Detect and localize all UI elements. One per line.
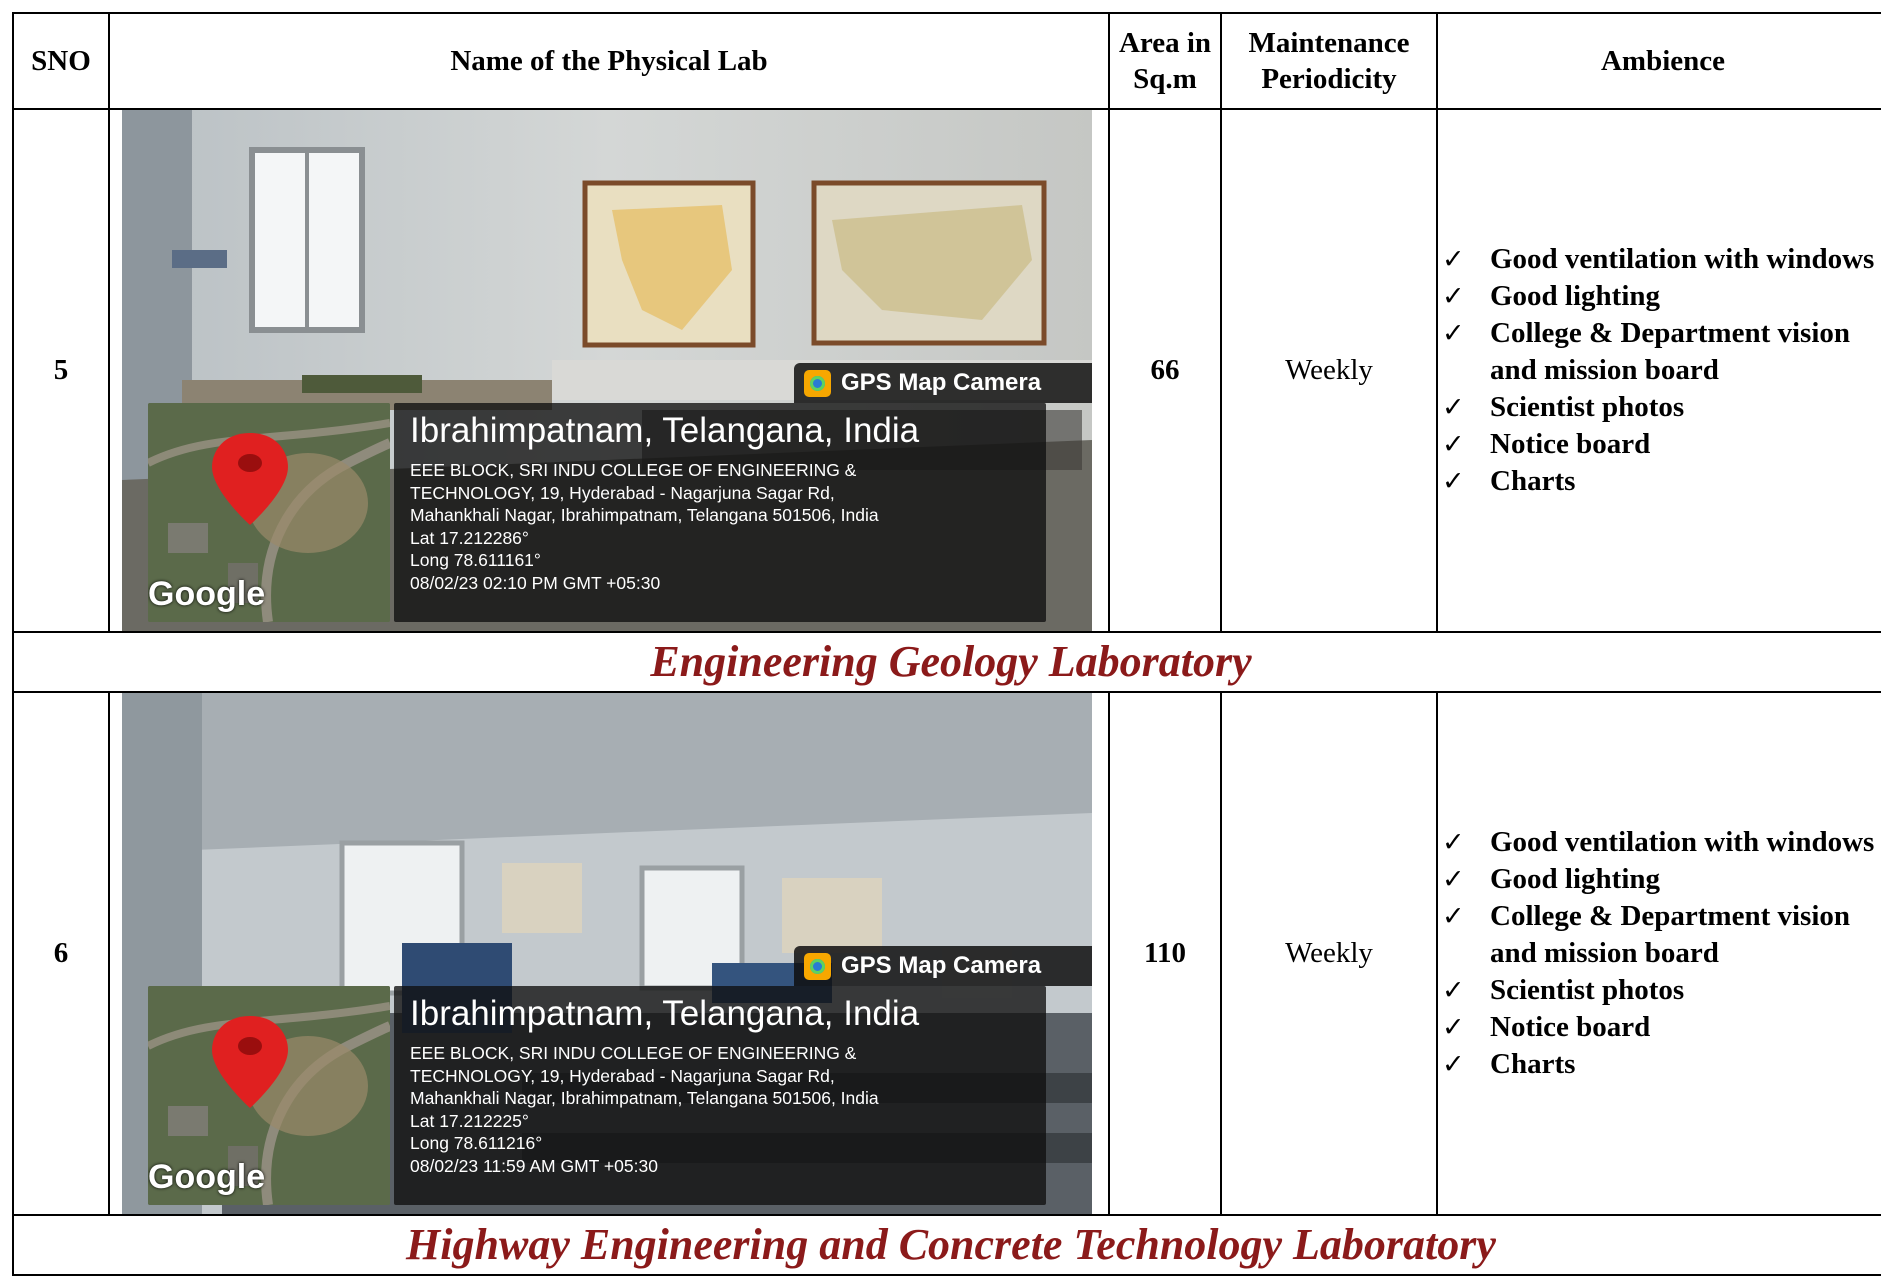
latitude: Lat 17.212286° [410,527,529,548]
header-sno: SNO [12,12,110,110]
longitude: Long 78.611161° [410,550,541,571]
address-line: TECHNOLOGY, 19, Hyderabad - Nagarjuna Sa… [410,1065,835,1086]
check-icon: ✓ [1442,392,1465,422]
check-icon: ✓ [1442,1012,1465,1042]
minimap: Google [148,403,390,622]
check-icon: ✓ [1442,864,1465,894]
gps-overlay: Google Ibrahimpatnam, Telangana, India E… [148,946,1092,1205]
lab-caption: Highway Engineering and Concrete Technol… [12,1214,1881,1276]
check-icon: ✓ [1442,1049,1465,1079]
ambience-cell: ✓Good ventilation with windows ✓Good lig… [1436,691,1881,1216]
gps-overlay: Google Ibrahimpatnam, Telangana, India E… [148,363,1092,622]
gps-camera-label: GPS Map Camera [841,952,1042,979]
list-item: ✓Good ventilation with windows [1442,824,1881,861]
lab-photo: Google Ibrahimpatnam, Telangana, India E… [122,110,1092,631]
address-line: Mahankhali Nagar, Ibrahimpatnam, Telanga… [410,505,879,526]
longitude: Long 78.611216° [410,1133,543,1154]
check-icon: ✓ [1442,901,1465,931]
lab-caption: Engineering Geology Laboratory [12,631,1881,693]
ambience-list: ✓Good ventilation with windows ✓Good lig… [1438,241,1881,500]
list-item: ✓Charts [1442,463,1881,500]
google-logo: Google [148,575,266,613]
address-line: EEE BLOCK, SRI INDU COLLEGE OF ENGINEERI… [410,460,857,480]
periodicity-cell: Weekly [1220,691,1438,1216]
periodicity-cell: Weekly [1220,108,1438,633]
list-item: ✓Notice board [1442,1009,1881,1046]
lab-photo-cell: Google Ibrahimpatnam, Telangana, India E… [108,108,1110,633]
list-item: ✓Good ventilation with windows [1442,241,1881,278]
check-icon: ✓ [1442,975,1465,1005]
caption-row: Engineering Geology Laboratory [12,631,1881,693]
sno-cell: 6 [12,691,110,1216]
check-icon: ✓ [1442,429,1465,459]
location-title: Ibrahimpatnam, Telangana, India [410,994,920,1033]
address-line: Mahankhali Nagar, Ibrahimpatnam, Telanga… [410,1088,879,1109]
lab-photo: Google Ibrahimpatnam, Telangana, India E… [122,693,1092,1214]
header-ambience: Ambience [1436,12,1881,110]
location-details: EEE BLOCK, SRI INDU COLLEGE OF ENGINEERI… [410,1042,879,1178]
list-item: ✓Good lighting [1442,861,1881,898]
gps-camera-icon [804,953,831,980]
area-cell: 110 [1108,691,1222,1216]
check-icon: ✓ [1442,827,1465,857]
sno-cell: 5 [12,108,110,633]
ambience-list: ✓Good ventilation with windows ✓Good lig… [1438,824,1881,1083]
location-info: Ibrahimpatnam, Telangana, India EEE BLOC… [394,986,1046,1205]
list-item: ✓College & Department vision and mission… [1442,317,1851,386]
latitude: Lat 17.212225° [410,1110,529,1131]
header-lab-name: Name of the Physical Lab [108,12,1110,110]
ambience-cell: ✓Good ventilation with windows ✓Good lig… [1436,108,1881,633]
gps-camera-icon [804,370,831,397]
caption-row: Highway Engineering and Concrete Technol… [12,1214,1881,1276]
list-item: ✓Charts [1442,1046,1881,1083]
table-row: 5 [12,108,1881,633]
list-item: ✓Scientist photos [1442,972,1881,1009]
area-cell: 66 [1108,108,1222,633]
satellite-map-icon [148,986,390,1205]
location-info: Ibrahimpatnam, Telangana, India EEE BLOC… [394,403,1046,622]
list-item: ✓Notice board [1442,426,1881,463]
lab-photo-cell: Google Ibrahimpatnam, Telangana, India E… [108,691,1110,1216]
check-icon: ✓ [1442,318,1465,348]
location-title: Ibrahimpatnam, Telangana, India [410,411,920,450]
location-details: EEE BLOCK, SRI INDU COLLEGE OF ENGINEERI… [410,459,879,595]
list-item: ✓Good lighting [1442,278,1881,315]
list-item: ✓College & Department vision and mission… [1442,900,1851,969]
table-row: 6 [12,691,1881,1216]
address-line: TECHNOLOGY, 19, Hyderabad - Nagarjuna Sa… [410,482,835,503]
satellite-map-icon [148,403,390,622]
address-line: EEE BLOCK, SRI INDU COLLEGE OF ENGINEERI… [410,1043,857,1063]
gps-camera-tag: GPS Map Camera [794,363,1092,403]
timestamp: 08/02/23 11:59 AM GMT +05:30 [410,1155,658,1176]
check-icon: ✓ [1442,281,1465,311]
gps-camera-tag: GPS Map Camera [794,946,1092,986]
list-item: ✓Scientist photos [1442,389,1881,426]
minimap: Google [148,986,390,1205]
google-logo: Google [148,1158,266,1196]
check-icon: ✓ [1442,244,1465,274]
check-icon: ✓ [1442,466,1465,496]
timestamp: 08/02/23 02:10 PM GMT +05:30 [410,572,661,593]
gps-camera-label: GPS Map Camera [841,369,1042,396]
